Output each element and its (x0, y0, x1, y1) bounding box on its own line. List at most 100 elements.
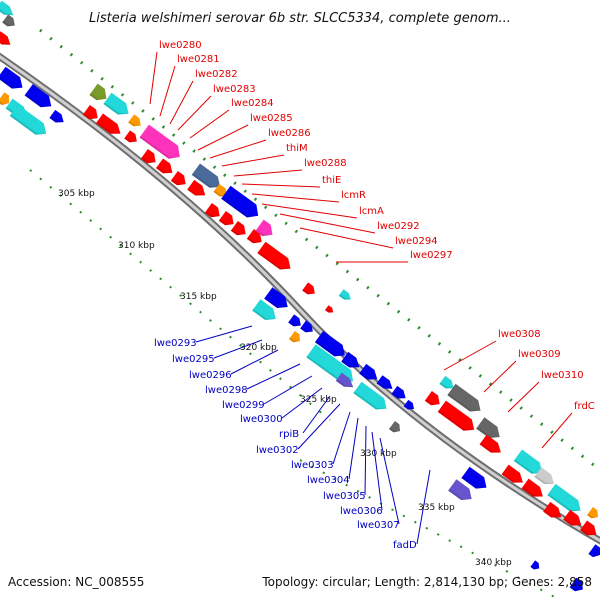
gene-arrow (335, 372, 354, 388)
gene-arrow (257, 241, 291, 270)
gene-label-lwe0306[interactable]: lwe0306 (340, 506, 383, 517)
gene-arrow (288, 314, 301, 327)
gene-label-rpib[interactable]: rpiB (279, 429, 299, 440)
gene-label-lwe0309[interactable]: lwe0309 (518, 349, 561, 360)
gene-label-lwe0288[interactable]: lwe0288 (304, 158, 347, 169)
gene-arrow (0, 0, 14, 16)
gene-arrow (264, 287, 288, 309)
gene-arrow (95, 113, 121, 134)
gene-label-lwe0280[interactable]: lwe0280 (159, 40, 202, 51)
gene-arrow (170, 171, 186, 186)
gene-arrow (461, 466, 487, 489)
gene-arrow (230, 221, 246, 236)
gene-arrow (534, 467, 555, 485)
gene-arrow (376, 375, 393, 389)
gene-label-lwe0299[interactable]: lwe0299 (222, 400, 265, 411)
gene-arrow (103, 92, 129, 115)
gene-label-lwe0302[interactable]: lwe0302 (256, 445, 299, 456)
scale-label: 335 kbp (418, 503, 455, 513)
scale-label: 305 kbp (58, 189, 95, 199)
gene-arrow (341, 351, 360, 368)
gene-arrow (9, 104, 47, 135)
scale-label: 310 kbp (118, 241, 155, 251)
gene-arrow (587, 507, 599, 519)
gene-label-layer: lwe0280 lwe0281 lwe0282 lwe0283 lwe0284 lwe02… (154, 40, 595, 551)
gene-arrow (338, 289, 351, 300)
gene-label-lwe0310[interactable]: lwe0310 (541, 370, 584, 381)
gene-label-lcma[interactable]: lcmA (359, 206, 384, 217)
gene-arrow (289, 331, 301, 343)
label-leader-layer (149, 51, 573, 545)
gene-arrow (501, 464, 523, 483)
genome-backbone (0, 52, 600, 545)
scale-label: 330 kbp (360, 449, 397, 459)
gene-arrow (543, 501, 562, 518)
gene-label-lwe0295[interactable]: lwe0295 (172, 354, 215, 365)
gene-arrow (124, 130, 137, 143)
gene-arrow (89, 83, 107, 101)
gene-arrow (479, 434, 501, 453)
gene-label-thie[interactable]: thiE (322, 175, 341, 186)
gene-arrow (139, 124, 180, 159)
gene-label-lwe0294[interactable]: lwe0294 (395, 236, 438, 247)
gene-label-lwe0286[interactable]: lwe0286 (268, 128, 311, 139)
gene-arrow (302, 282, 315, 295)
gene-arrow (437, 400, 475, 431)
gene-label-fadd[interactable]: fadD (393, 540, 417, 551)
gene-label-lwe0300[interactable]: lwe0300 (240, 414, 283, 425)
gene-arrow (2, 14, 15, 27)
gene-arrow (563, 509, 582, 526)
map-title: Listeria welshimeri serovar 6b str. SLCC… (89, 11, 511, 26)
genome-summary-text: Topology: circular; Length: 2,814,130 bp… (261, 575, 592, 589)
gene-arrow (580, 520, 597, 536)
gene-label-lwe0283[interactable]: lwe0283 (213, 84, 256, 95)
gene-label-lwe0308[interactable]: lwe0308 (498, 329, 541, 340)
gene-label-lwe0303[interactable]: lwe0303 (291, 460, 334, 471)
gene-label-lwe0307[interactable]: lwe0307 (357, 520, 400, 531)
gene-arrow (569, 577, 583, 592)
gene-label-lwe0304[interactable]: lwe0304 (307, 475, 350, 486)
gene-label-lwe0285[interactable]: lwe0285 (250, 113, 293, 124)
gene-arrow (521, 478, 543, 497)
scale-label: 315 kbp (180, 292, 217, 302)
gene-arrow (0, 31, 11, 45)
gene-arrow (221, 185, 259, 218)
gene-label-lcmr[interactable]: lcmR (341, 190, 366, 201)
gene-arrow (325, 305, 334, 313)
gene-label-lwe0297[interactable]: lwe0297 (410, 250, 453, 261)
gene-arrow (448, 479, 472, 501)
gene-arrow (588, 544, 600, 558)
gene-arrow (513, 449, 543, 474)
gene-arrow (530, 560, 540, 570)
gene-arrow (24, 84, 52, 108)
gene-arrow (128, 114, 141, 127)
gene-arrow (255, 219, 273, 237)
gene-arrow (424, 391, 440, 406)
scale-label: 320 kbp (240, 343, 277, 353)
gene-label-lwe0282[interactable]: lwe0282 (195, 69, 238, 80)
gene-label-lwe0292[interactable]: lwe0292 (377, 221, 420, 232)
gene-arrow (187, 179, 206, 196)
gene-label-lwe0293[interactable]: lwe0293 (154, 338, 197, 349)
gene-arrow (314, 330, 345, 357)
gene-arrow (156, 158, 173, 174)
gene-arrow (218, 211, 234, 226)
gene-label-thim[interactable]: thiM (286, 143, 308, 154)
gene-arrow (300, 320, 313, 333)
gene-label-lwe0298[interactable]: lwe0298 (205, 385, 248, 396)
gene-arrow (439, 375, 454, 389)
gene-arrow (0, 66, 23, 89)
gene-label-lwe0296[interactable]: lwe0296 (189, 370, 232, 381)
gene-label-lwe0281[interactable]: lwe0281 (177, 54, 220, 65)
gene-arrow (191, 163, 221, 188)
gene-label-frdc[interactable]: frdC (574, 401, 595, 412)
gene-label-lwe0305[interactable]: lwe0305 (323, 491, 366, 502)
gene-arrow (140, 149, 156, 164)
gene-arrow (353, 381, 387, 410)
gene-label-lwe0284[interactable]: lwe0284 (231, 98, 274, 109)
gene-arrow (403, 399, 415, 410)
gene-arrow (0, 92, 10, 106)
